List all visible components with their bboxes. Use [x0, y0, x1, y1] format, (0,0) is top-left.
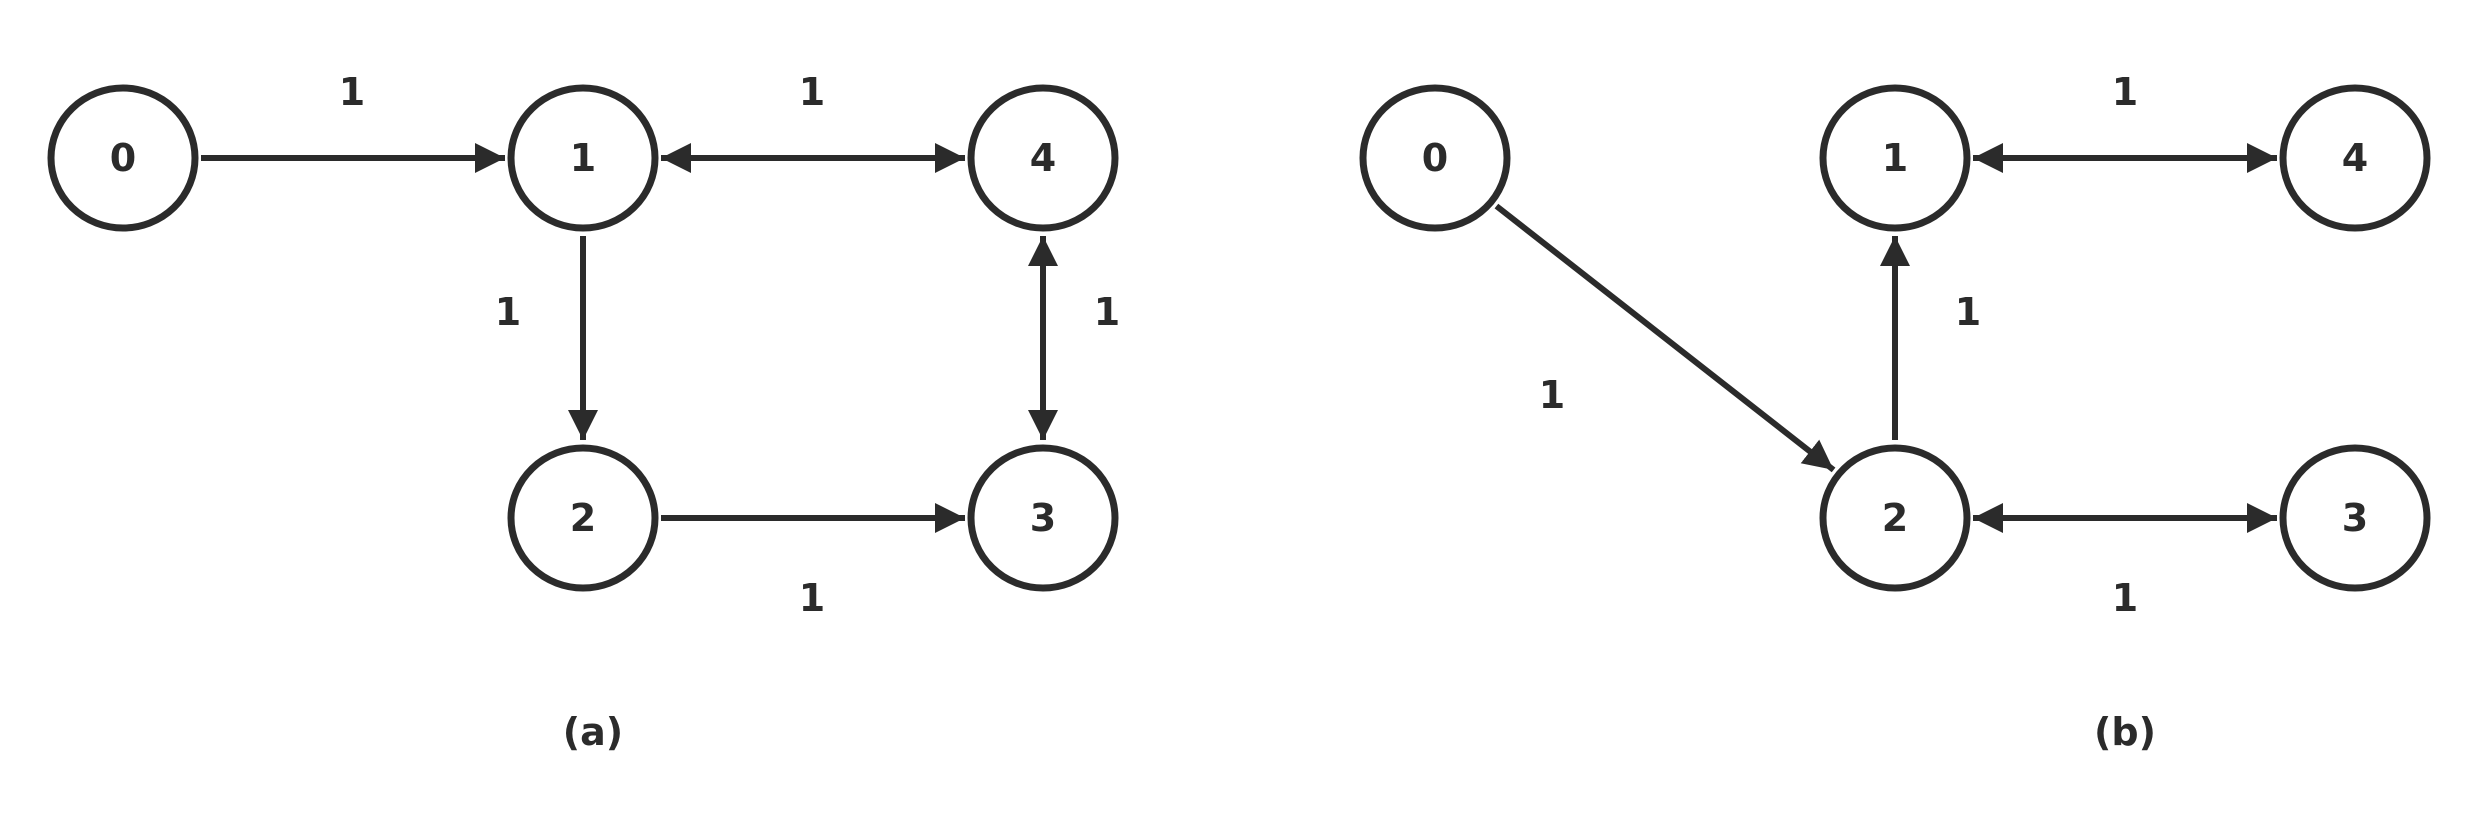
- graph-b-node-1: 1: [1819, 84, 1971, 232]
- graph-b-edge-0-2: [1494, 203, 1836, 473]
- graph-b-edge-weight-2-1: 1: [1955, 290, 1981, 334]
- graph-a-node-4: 4: [967, 84, 1119, 232]
- graph-a-node-1: 1: [507, 84, 659, 232]
- graph-a-node-label-0: 0: [110, 136, 136, 180]
- graph-b-edge-weight-1-4: 1: [2112, 70, 2138, 114]
- graph-b-node-label-0: 0: [1422, 136, 1448, 180]
- graph-b: 0 1 2 3 4 1 1 1 1 (b): [1359, 70, 2431, 754]
- graph-b-caption: (b): [2094, 710, 2156, 754]
- graph-a-node-circle-2: [507, 444, 659, 592]
- graph-a-caption: (a): [563, 710, 623, 754]
- graph-b-node-circle-1: [1819, 84, 1971, 232]
- graph-a-node-circle-0: [47, 84, 199, 232]
- graph-a-node-0: 0: [47, 84, 199, 232]
- graph-b-node-label-1: 1: [1882, 136, 1908, 180]
- graph-a-edges: [201, 143, 1058, 533]
- graph-b-weights: 1 1 1 1: [1539, 70, 2138, 620]
- graph-a-node-circle-4: [967, 84, 1119, 232]
- graph-b-node-circle-2: [1819, 444, 1971, 592]
- graph-b-node-0: 0: [1359, 84, 1511, 232]
- graph-a-node-3: 3: [967, 444, 1119, 592]
- graph-a-node-circle-1: [507, 84, 659, 232]
- graph-a-node-label-3: 3: [1030, 496, 1056, 540]
- graph-b-node-label-3: 3: [2342, 496, 2368, 540]
- graph-b-node-circle-4: [2279, 84, 2431, 232]
- graph-a-node-2: 2: [507, 444, 659, 592]
- graph-b-node-label-2: 2: [1882, 496, 1908, 540]
- graph-b-node-4: 4: [2279, 84, 2431, 232]
- graph-b-node-3: 3: [2279, 444, 2431, 592]
- graph-a: 0 1 2 3 4 1 1 1 1 1 (a): [47, 70, 1120, 754]
- graph-a-nodes: 0 1 2 3 4: [47, 84, 1119, 592]
- graph-a-node-circle-3: [967, 444, 1119, 592]
- graph-b-node-circle-3: [2279, 444, 2431, 592]
- graph-a-node-label-2: 2: [570, 496, 596, 540]
- graph-b-edges: [1494, 143, 2277, 533]
- graph-a-edge-weight-1-2: 1: [495, 290, 521, 334]
- graph-a-edge-weight-2-3: 1: [799, 576, 825, 620]
- graph-b-edge-weight-2-3: 1: [2112, 576, 2138, 620]
- graph-a-node-label-4: 4: [1030, 136, 1056, 180]
- graph-b-edge-weight-0-2: 1: [1539, 373, 1565, 417]
- graph-b-node-2: 2: [1819, 444, 1971, 592]
- graph-a-node-label-1: 1: [570, 136, 596, 180]
- graph-b-node-label-4: 4: [2342, 136, 2368, 180]
- graph-a-edge-weight-1-4: 1: [799, 70, 825, 114]
- graph-b-node-circle-0: [1359, 84, 1511, 232]
- graph-a-weights: 1 1 1 1 1: [339, 70, 1120, 620]
- graph-b-nodes: 0 1 2 3 4: [1359, 84, 2431, 592]
- graph-a-edge-weight-4-3: 1: [1094, 290, 1120, 334]
- graph-a-edge-weight-0-1: 1: [339, 70, 365, 114]
